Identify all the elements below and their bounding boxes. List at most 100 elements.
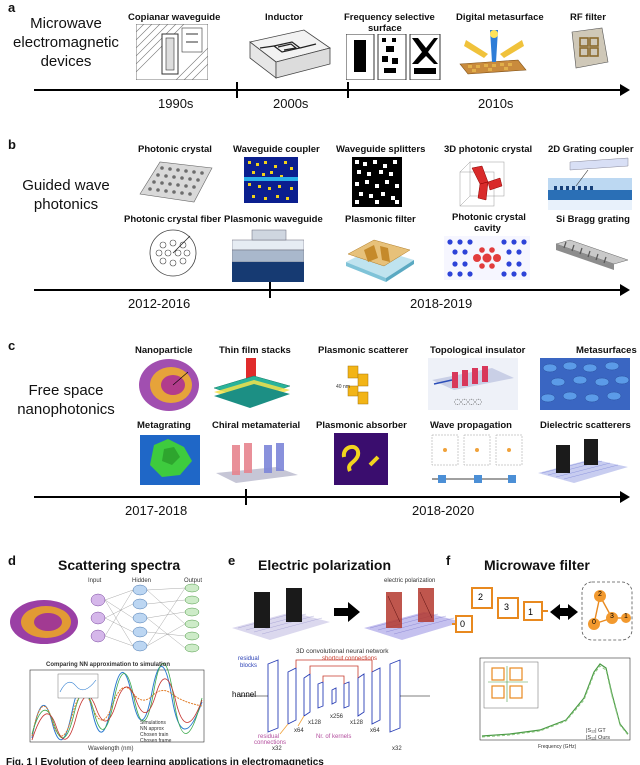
filter-block-1: 1 xyxy=(528,607,534,617)
svg-text:◌◌◌◌: ◌◌◌◌ xyxy=(454,397,482,406)
nn-label-hidden: Hidden xyxy=(132,578,152,584)
cnn-title: 3D convolutional neural network xyxy=(296,648,389,655)
cnn-label-blocks: blocks xyxy=(240,663,258,669)
plasmonic-waveguide-image xyxy=(232,226,304,282)
nn-label-output: Output xyxy=(184,578,203,584)
digital-metasurface-image xyxy=(458,26,528,80)
label-metasurfaces: Metasurfaces xyxy=(576,345,637,356)
label-dielectric-scatterers: Dielectric scatterers xyxy=(540,420,631,431)
panel-a-letter: a xyxy=(8,0,16,15)
cnn-count-4: x256 xyxy=(330,714,344,720)
panel-a-title: Microwave electromagnetic devices xyxy=(6,14,126,71)
filter-legend-ours: |S₁₂| Ours xyxy=(586,735,610,741)
filter-plot-xlabel: Frequency (GHz) xyxy=(538,744,577,750)
wave-propagation-image xyxy=(430,433,524,487)
filter-legend-gt: |S₁₂| GT xyxy=(586,728,606,734)
scattering-plot-legend: Simulations NN approx Chosen train Chose… xyxy=(140,720,171,744)
label-nanoparticle: Nanoparticle xyxy=(135,345,193,356)
scattering-plot-title: Comparing NN approximation to simulation xyxy=(46,662,171,668)
timeline-c xyxy=(34,496,622,498)
panel-c-title: Free space nanophotonics xyxy=(10,381,122,419)
timeline-a-tick-1 xyxy=(236,82,238,98)
legend-chosen-frame: Chosen frame xyxy=(140,738,172,744)
label-fss-line2: surface xyxy=(368,23,402,34)
cnn-count-5: x128 xyxy=(350,720,364,726)
label-photonic-crystal-cavity-line2: cavity xyxy=(474,223,501,234)
panel-b-title-line1: Guided wave xyxy=(22,177,110,194)
label-fss-line1: Frequency selective xyxy=(344,12,435,23)
era-2010s: 2010s xyxy=(478,96,514,111)
graph-node-3: 3 xyxy=(610,613,614,620)
label-coplanar-waveguide: Copianar waveguide xyxy=(128,12,221,23)
filter-block-3: 3 xyxy=(504,602,510,612)
timeline-c-tick xyxy=(245,489,247,505)
cnn-count-6: x64 xyxy=(370,728,380,734)
timeline-a-arrowhead xyxy=(620,84,630,96)
filter-block-0: 0 xyxy=(460,619,466,629)
label-thin-film-stacks: Thin film stacks xyxy=(219,345,291,356)
label-si-bragg-grating: Si Bragg grating xyxy=(556,214,630,225)
era-2018-2019: 2018-2019 xyxy=(410,296,473,311)
label-plasmonic-absorber: Plasmonic absorber xyxy=(316,420,407,431)
electric-polarization-caption: electric polarization xyxy=(384,578,436,584)
panel-f-title: Microwave filter xyxy=(484,557,590,573)
electric-polarization-output-scene xyxy=(364,588,462,640)
electric-polarization-input-scene xyxy=(232,588,330,640)
legend-simulations: Simulations xyxy=(140,720,166,726)
rf-filter-image xyxy=(571,27,609,69)
scattering-spectra-plot xyxy=(29,663,205,743)
timeline-b-arrowhead xyxy=(620,284,630,296)
photonic-crystal-image xyxy=(139,161,213,203)
photonic-crystal-cavity-image xyxy=(444,236,530,280)
microwave-filter-schematic xyxy=(452,581,633,641)
plasmonic-absorber-image xyxy=(334,433,388,485)
panel-c-title-line2: nanophotonics xyxy=(17,401,115,418)
label-photonic-crystal-fiber: Photonic crystal fiber xyxy=(124,214,222,225)
label-2d-grating-coupler: 2D Grating coupler xyxy=(548,144,634,155)
panel-c-title-line1: Free space xyxy=(28,382,104,399)
label-inductor: Inductor xyxy=(265,12,303,23)
graph-node-1: 1 xyxy=(624,613,628,620)
nn-label-input: Input xyxy=(88,578,102,584)
cnn-label-channel: hannel xyxy=(232,690,257,699)
timeline-c-arrowhead xyxy=(620,491,630,503)
3d-photonic-crystal-image xyxy=(459,161,505,207)
panel-b-title: Guided wave photonics xyxy=(14,176,118,214)
scattering-plot-xlabel: Wavelength (nm) xyxy=(88,746,134,752)
cnn-label-residual: residual xyxy=(238,656,260,662)
topological-insulator-image: ◌◌◌◌ xyxy=(428,358,518,410)
chiral-metamaterial-image xyxy=(216,433,298,485)
figure-caption: Fig. 1 | Evolution of deep learning appl… xyxy=(6,757,324,765)
metasurfaces-image xyxy=(540,358,630,410)
legend-chosen-train: Chosen train xyxy=(140,732,169,738)
2d-grating-coupler-image xyxy=(548,157,632,210)
panel-e-letter: e xyxy=(228,553,236,568)
panel-d-letter: d xyxy=(8,553,16,568)
frequency-selective-surface-image xyxy=(346,34,441,80)
si-bragg-grating-image xyxy=(555,239,629,270)
svg-text:40 nm: 40 nm xyxy=(336,384,350,390)
microwave-filter-response-plot xyxy=(479,657,631,741)
waveguide-splitters-image xyxy=(352,157,402,207)
panel-e-title: Electric polarization xyxy=(258,557,392,573)
inductor-image xyxy=(249,29,331,79)
panel-f-letter: f xyxy=(446,553,451,568)
label-plasmonic-waveguide: Plasmonic waveguide xyxy=(224,214,323,225)
era-2018-2020: 2018-2020 xyxy=(412,503,475,518)
label-3d-photonic-crystal: 3D photonic crystal xyxy=(444,144,533,155)
label-rf-filter: RF filter xyxy=(570,12,606,23)
panel-a-title-line2: electromagnetic xyxy=(13,34,119,51)
3d-cnn-diagram xyxy=(240,659,430,735)
waveguide-coupler-image xyxy=(244,157,298,203)
panel-c-letter: c xyxy=(8,338,16,353)
cnn-count-1: x32 xyxy=(272,746,282,752)
graph-node-2: 2 xyxy=(598,591,602,598)
plasmonic-scatterer-image: 40 nm xyxy=(334,358,382,410)
label-metagrating: Metagrating xyxy=(137,420,191,431)
polarization-arrow-icon xyxy=(334,602,360,622)
label-plasmonic-filter: Plasmonic filter xyxy=(345,214,416,225)
label-chiral-metamaterial: Chiral metamaterial xyxy=(212,420,301,431)
label-plasmonic-scatterer: Plasmonic scatterer xyxy=(318,345,409,356)
thin-film-stacks-image xyxy=(213,358,291,408)
panel-b-title-line2: photonics xyxy=(33,196,99,213)
